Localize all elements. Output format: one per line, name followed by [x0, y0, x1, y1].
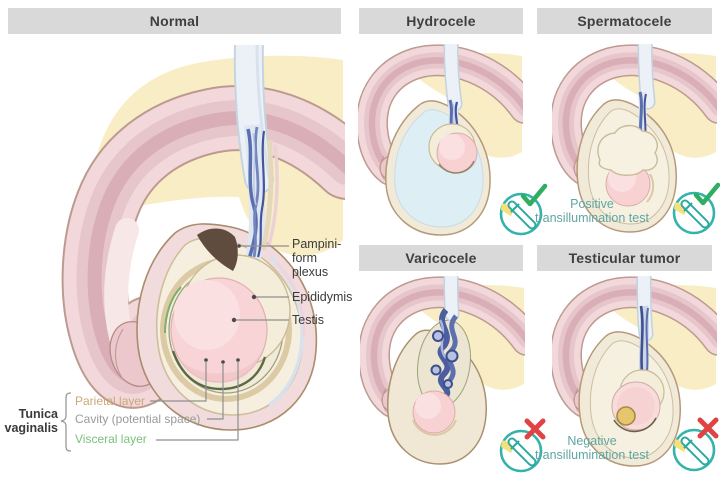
testis-shape — [412, 390, 457, 436]
testicular-tumor-illustration — [552, 276, 717, 467]
spermatocele-cyst — [597, 124, 658, 176]
hydrocele-illustration — [358, 44, 523, 236]
varicocele-illustration — [360, 276, 525, 465]
panel-header-spermatocele: Spermatocele — [537, 8, 712, 34]
penis-shaft — [552, 44, 717, 186]
label-cavity: Cavity (potential space) — [75, 412, 201, 426]
penis-shaft — [552, 276, 717, 418]
testis-shape — [170, 277, 268, 383]
spermatocele-illustration — [552, 44, 717, 233]
spermatic-cord — [443, 44, 463, 112]
spermatic-cord — [443, 276, 460, 322]
tumor-mass — [616, 406, 636, 426]
panel-header-varicocele: Varicocele — [359, 245, 523, 271]
inner-side-layers — [267, 255, 306, 407]
positive-test-caption: Positive transillumination test — [535, 197, 649, 225]
label-pampiniform-plexus: Pampini- form plexus — [292, 237, 342, 279]
negative-test-caption: Negative transillumination test — [535, 434, 649, 462]
penis-shaft — [358, 44, 523, 186]
panel-header-testicular-tumor: Testicular tumor — [537, 245, 712, 271]
penis-shaft — [360, 276, 525, 418]
testis-shape — [436, 132, 478, 174]
normal-illustration — [61, 45, 345, 431]
label-epididymis: Epididymis — [292, 290, 353, 304]
dilated-veins — [430, 308, 459, 398]
cord-entry-shadow — [197, 228, 238, 271]
label-visceral-layer: Visceral layer — [75, 432, 147, 446]
label-parietal-layer: Parietal layer — [75, 394, 146, 408]
label-testis: Testis — [292, 313, 324, 327]
panel-header-normal: Normal — [8, 8, 341, 34]
spermatic-cord — [637, 44, 656, 110]
label-tunica-vaginalis: Tunica vaginalis — [4, 407, 59, 435]
panel-header-hydrocele: Hydrocele — [359, 8, 523, 34]
